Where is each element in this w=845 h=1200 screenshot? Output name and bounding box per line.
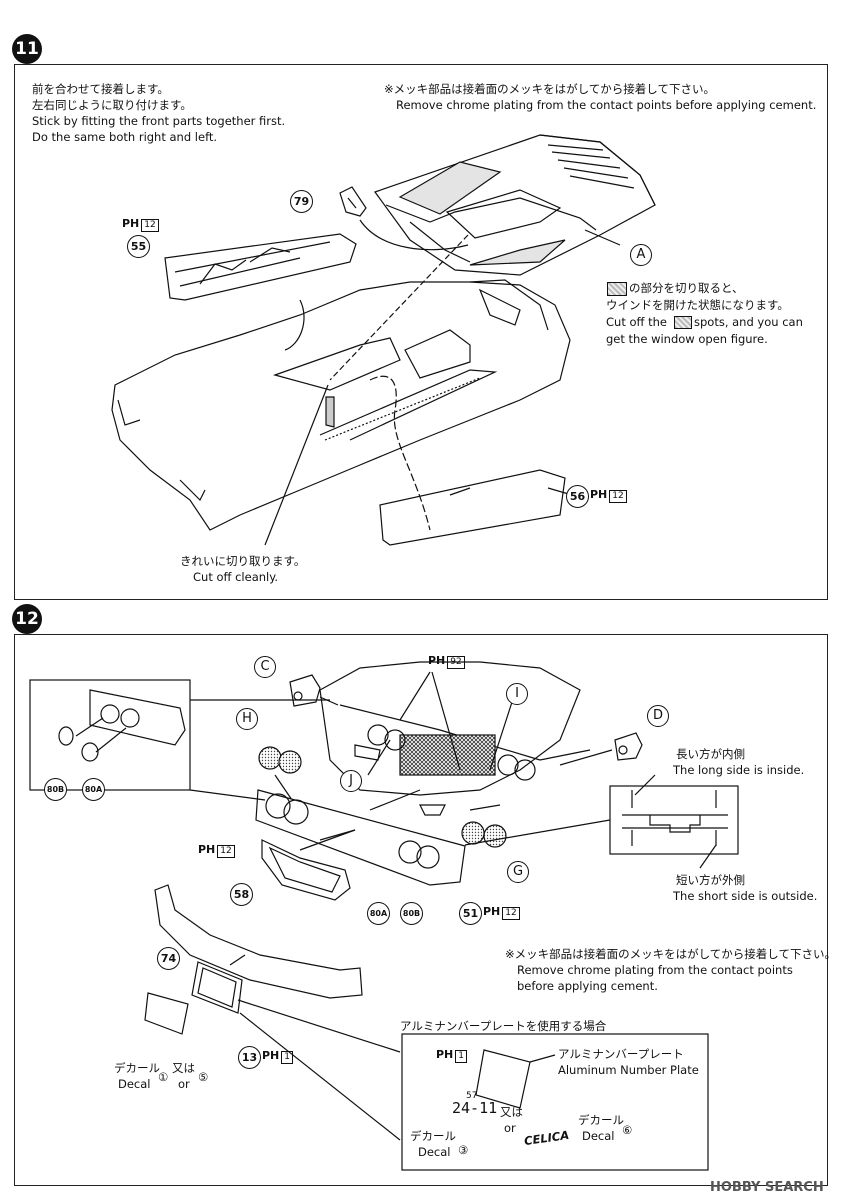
step-11-note-en-2: Do the same both right and left. — [32, 130, 218, 144]
or-jp-2: 又は — [500, 1105, 523, 1119]
decal-1-jp: デカール — [114, 1061, 160, 1075]
subassembly-a-label: A — [630, 244, 652, 266]
long-side-note-en: The long side is inside. — [673, 763, 805, 777]
part-label-j: J — [340, 770, 362, 792]
decal-6-jp: デカール — [578, 1113, 624, 1127]
aluminum-plate-en: Aluminum Number Plate — [558, 1063, 699, 1077]
window-note-jp-2: ウインドを開けた状態になります。 — [606, 298, 789, 312]
step-12-chrome-note-en-1: Remove chrome plating from the contact p… — [517, 963, 793, 977]
step-12-chrome-note-en-2: before applying cement. — [517, 979, 658, 993]
decal-3-en: Decal — [418, 1145, 451, 1159]
decal-1-en: Decal — [118, 1077, 151, 1091]
or-en-2: or — [504, 1121, 516, 1135]
step-11-note-en-1: Stick by fitting the front parts togethe… — [32, 114, 286, 128]
decal-3-number: ③ — [458, 1143, 469, 1157]
part-74: 74 — [157, 947, 180, 970]
part-51: 51 — [459, 902, 482, 925]
part-80a-inset: 80A — [82, 778, 105, 801]
step-11-chrome-note-en: Remove chrome plating from the contact p… — [396, 98, 817, 112]
window-note-en-1a: Cut off the — [606, 315, 667, 329]
window-note-en-2: get the window open figure. — [606, 332, 768, 346]
step-11-note-jp-1: 前を合わせて接着します。 — [32, 82, 169, 96]
long-side-note-jp: 長い方が内側 — [676, 747, 745, 761]
decal-3-jp: デカール — [410, 1129, 456, 1143]
short-side-note-en: The short side is outside. — [673, 889, 818, 903]
part-label-c: C — [254, 656, 276, 678]
aluminum-plate-jp: アルミナンバープレート — [558, 1047, 684, 1061]
part-80b: 80B — [400, 902, 423, 925]
step-11-chrome-note-jp: ※メッキ部品は接着面のメッキをはがしてから接着して下さい。 — [384, 82, 715, 96]
part-label-d: D — [647, 705, 669, 727]
decal-6-number: ⑥ — [622, 1123, 633, 1137]
part-13: 13 — [238, 1046, 261, 1069]
part-label-i: I — [506, 683, 528, 705]
step-12-badge: 12 — [12, 604, 42, 634]
cut-note-en: Cut off cleanly. — [193, 570, 279, 584]
decal-6-en: Decal — [582, 1129, 615, 1143]
step-11-note-jp-2: 左右同じように取り付けます。 — [32, 98, 192, 112]
cut-note-jp: きれいに切り取ります。 — [180, 554, 306, 568]
plate-decal-number: 24-11 — [452, 1099, 498, 1117]
part-58: 58 — [230, 883, 253, 906]
step-11-body-drawing — [111, 134, 656, 546]
part-80a: 80A — [367, 902, 390, 925]
part-79: 79 — [290, 190, 313, 213]
window-note-jp-1: の部分を切り取ると、 — [629, 281, 744, 295]
hatch-swatch-inline — [674, 316, 692, 329]
step-12-chrome-note-jp: ※メッキ部品は接着面のメッキをはがしてから接着して下さい。 — [505, 947, 836, 961]
or-jp-1: 又は — [172, 1061, 195, 1075]
window-note-en-1b: spots, and you can — [694, 315, 803, 329]
part-label-h: H — [236, 708, 258, 730]
step-11-badge: 11 — [12, 34, 42, 64]
short-side-note-jp: 短い方が外側 — [676, 873, 745, 887]
hatch-swatch — [607, 282, 627, 296]
or-en-1: or — [178, 1077, 190, 1091]
decal-5-number: ⑤ — [198, 1070, 209, 1084]
part-label-g: G — [507, 861, 529, 883]
decal-1-number: ① — [158, 1070, 169, 1084]
part-55: 55 — [127, 235, 150, 258]
part-80b-inset: 80B — [44, 778, 67, 801]
plate-decal-top: 57 — [466, 1091, 478, 1101]
watermark: HOBBY SEARCH — [710, 1180, 824, 1195]
aluminum-plate-title: アルミナンバープレートを使用する場合 — [400, 1019, 607, 1033]
part-56: 56 — [566, 485, 589, 508]
